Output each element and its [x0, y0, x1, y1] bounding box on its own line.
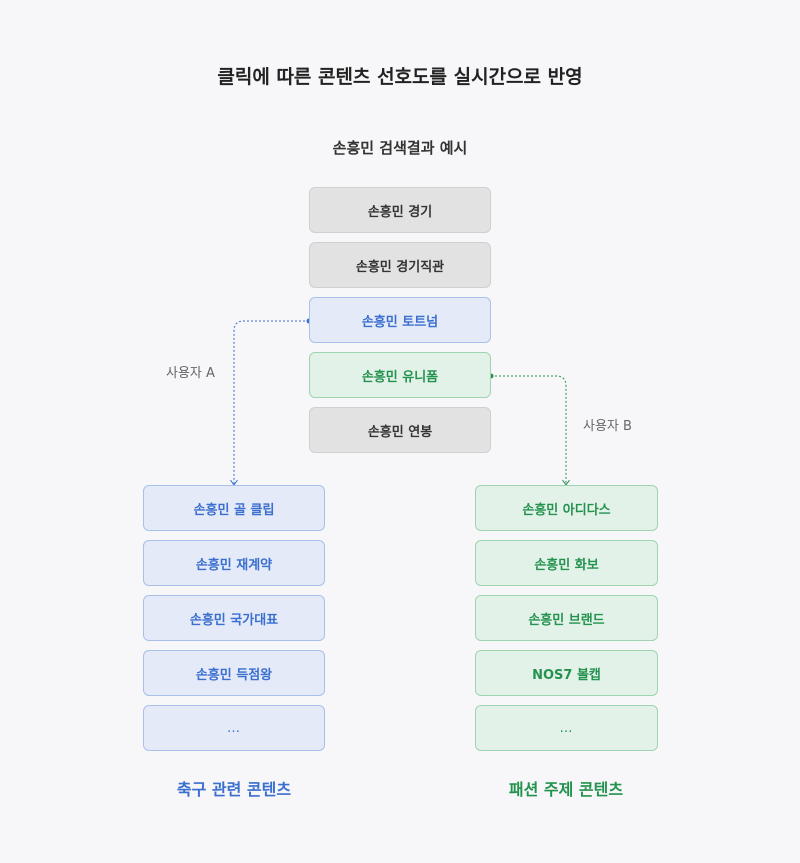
- connector-user-a: [233, 320, 309, 484]
- search-result-5[interactable]: 손흥민 연봉: [309, 407, 491, 453]
- diagram-subtitle: 손흥민 검색결과 예시: [332, 139, 468, 157]
- search-result-2[interactable]: 손흥민 경기직관: [309, 242, 491, 288]
- user-a-label: 사용자 A: [166, 366, 215, 381]
- user-b-label: 사용자 B: [583, 419, 632, 434]
- diagram-title: 클릭에 따른 콘텐츠 선호도를 실시간으로 반영: [217, 66, 583, 88]
- user-a-item-2[interactable]: 손흥민 재계약: [143, 540, 325, 586]
- user-a-item-3[interactable]: 손흥민 국가대표: [143, 595, 325, 641]
- user-a-item-1[interactable]: 손흥민 골 클립: [143, 485, 325, 531]
- search-result-4[interactable]: 손흥민 유니폼: [309, 352, 491, 398]
- user-b-item-1[interactable]: 손흥민 아디다스: [475, 485, 658, 531]
- user-a-item-more[interactable]: …: [143, 705, 325, 751]
- connector-user-b: [491, 375, 567, 484]
- user-b-item-3[interactable]: 손흥민 브랜드: [475, 595, 658, 641]
- user-b-item-2[interactable]: 손흥민 화보: [475, 540, 658, 586]
- search-result-3[interactable]: 손흥민 토트넘: [309, 297, 491, 343]
- search-result-1[interactable]: 손흥민 경기: [309, 187, 491, 233]
- user-b-group-label: 패션 주제 콘텐츠: [508, 780, 624, 799]
- user-b-item-more[interactable]: …: [475, 705, 658, 751]
- user-a-group-label: 축구 관련 콘텐츠: [176, 780, 292, 799]
- user-a-item-4[interactable]: 손흥민 득점왕: [143, 650, 325, 696]
- user-b-item-4[interactable]: NOS7 볼캡: [475, 650, 658, 696]
